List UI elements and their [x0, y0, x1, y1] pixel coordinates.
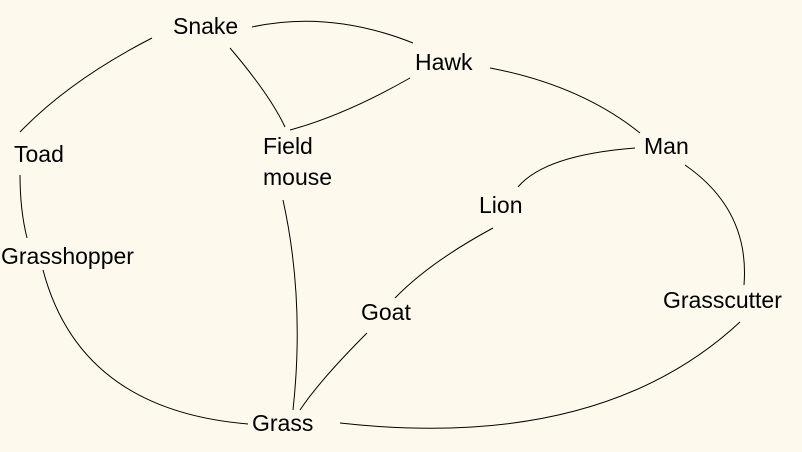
- node-field-mouse-line-2: mouse: [263, 164, 333, 190]
- link-hawk-field-mouse: [289, 77, 411, 131]
- link-toad-grasshopper: [19, 174, 28, 239]
- node-man: Man: [644, 133, 689, 159]
- node-grasscutter: Grasscutter: [663, 287, 782, 313]
- link-field-mouse-grass: [282, 199, 298, 411]
- link-man-grasscutter: [684, 164, 746, 286]
- link-snake-hawk: [251, 20, 414, 44]
- link-hawk-man: [489, 67, 641, 134]
- node-grass: Grass: [252, 410, 314, 436]
- node-field-mouse: Field mouse: [263, 131, 332, 193]
- link-snake-field-mouse: [229, 47, 286, 128]
- node-hawk: Hawk: [415, 49, 473, 75]
- link-grasscutter-grass: [339, 321, 741, 429]
- link-lion-goat: [394, 227, 494, 299]
- link-grasshopper-grass: [42, 269, 249, 425]
- node-goat: Goat: [361, 299, 411, 325]
- node-snake: Snake: [173, 13, 239, 39]
- node-toad: Toad: [14, 141, 64, 167]
- node-field-mouse-line-1: Field: [263, 133, 313, 159]
- link-man-lion: [517, 147, 636, 188]
- node-grasshopper: Grasshopper: [1, 243, 134, 269]
- node-lion: Lion: [479, 192, 523, 218]
- link-goat-grass: [299, 332, 368, 411]
- link-snake-toad: [19, 37, 153, 133]
